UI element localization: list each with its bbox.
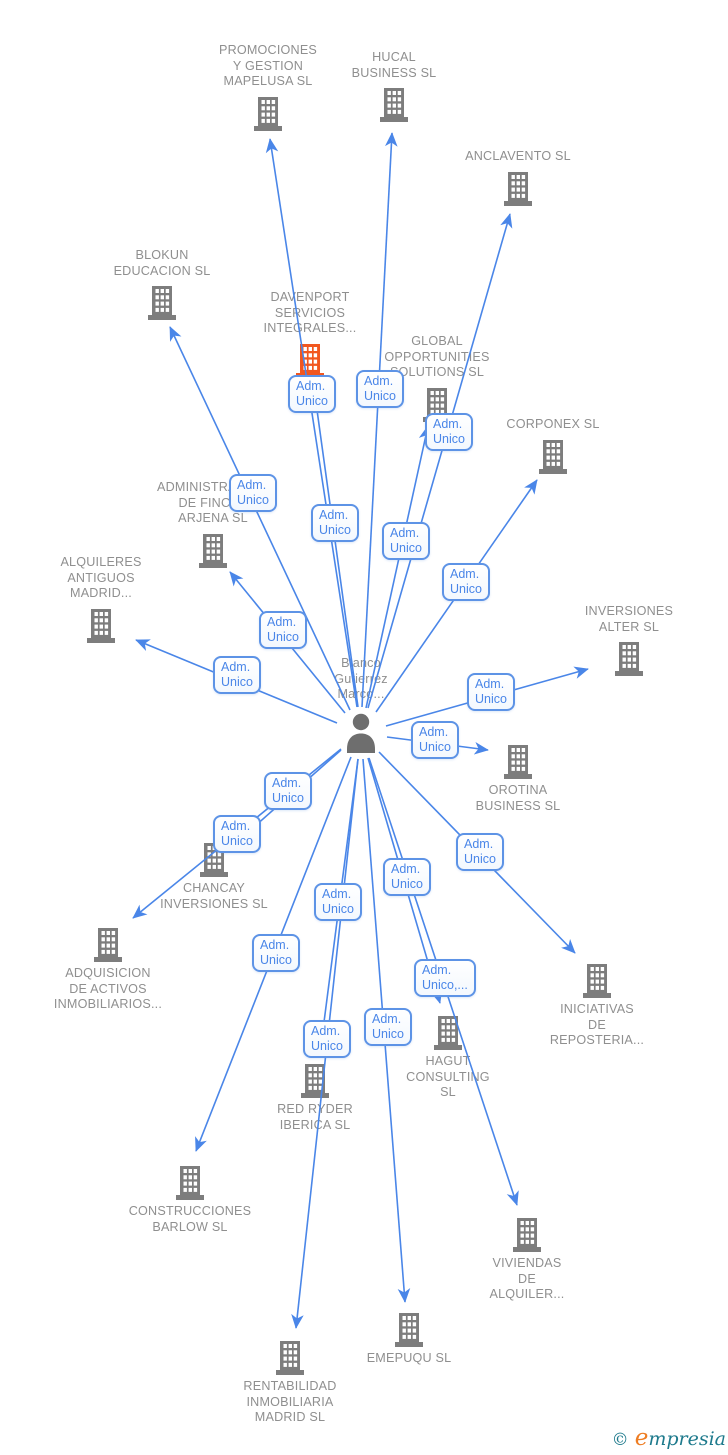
company-label: HAGUT CONSULTING SL bbox=[406, 1054, 490, 1099]
company-label: VIVIENDAS DE ALQUILER... bbox=[489, 1256, 565, 1301]
company-node-construcciones-barlow[interactable]: CONSTRUCCIONES BARLOW SL bbox=[115, 1166, 265, 1235]
copyright-symbol: © bbox=[611, 1430, 629, 1450]
edge-label-adm-unico: Adm. Unico bbox=[311, 504, 359, 542]
edge-label-adm-unico: Adm. Unico bbox=[425, 413, 473, 451]
edge-label-adm-unico: Adm. Unico bbox=[314, 883, 362, 921]
company-node-davenport-servicios-integrales[interactable]: DAVENPORT SERVICIOS INTEGRALES... bbox=[235, 290, 385, 378]
company-node-chancay-inversiones[interactable]: CHANCAY INVERSIONES SL bbox=[139, 843, 289, 912]
company-label: CONSTRUCCIONES BARLOW SL bbox=[128, 1204, 252, 1234]
edge-label-adm-unico: Adm. Unico bbox=[442, 563, 490, 601]
edge-label-adm-unico: Adm. Unico bbox=[467, 673, 515, 711]
company-node-alquileres-antiguos-madrid[interactable]: ALQUILERES ANTIGUOS MADRID... bbox=[26, 555, 176, 643]
edge-label-adm-unico: Adm. Unico bbox=[456, 833, 504, 871]
edge-label-adm-unico: Adm. Unico bbox=[259, 611, 307, 649]
company-label: ADQUISICION DE ACTIVOS INMOBILIARIOS... bbox=[53, 966, 163, 1011]
edge-person-promociones bbox=[265, 138, 358, 708]
company-node-adquisicion-de-activos-inmobiliarios[interactable]: ADQUISICION DE ACTIVOS INMOBILIARIOS... bbox=[33, 928, 183, 1013]
edge-person-davenport bbox=[308, 380, 359, 708]
edge-label-adm-unico: Adm. Unico bbox=[264, 772, 312, 810]
company-label: EMEPUQU SL bbox=[366, 1351, 452, 1365]
company-label: CORPONEX SL bbox=[506, 417, 600, 431]
edge-label-adm-unico: Adm. Unico bbox=[213, 656, 261, 694]
company-node-inversiones-alter[interactable]: INVERSIONES ALTER SL bbox=[554, 604, 704, 676]
edge-label-adm-unico: Adm. Unico bbox=[229, 474, 277, 512]
company-label: ANCLAVENTO SL bbox=[465, 149, 571, 163]
company-node-global-opportunities-solutions[interactable]: GLOBAL OPPORTUNITIES SOLUTIONS SL bbox=[362, 334, 512, 422]
company-label: RENTABILIDAD INMOBILIARIA MADRID SL bbox=[243, 1379, 337, 1424]
edge-label-adm-unico: Adm. Unico bbox=[382, 522, 430, 560]
company-node-corponex[interactable]: CORPONEX SL bbox=[478, 417, 628, 474]
company-node-orotina-business[interactable]: OROTINA BUSINESS SL bbox=[443, 745, 593, 814]
edge-label-adm-unico-multiple: Adm. Unico,... bbox=[414, 959, 476, 997]
edge-label-adm-unico: Adm. Unico bbox=[213, 815, 261, 853]
edge-label-adm-unico: Adm. Unico bbox=[252, 934, 300, 972]
company-label: BLOKUN EDUCACION SL bbox=[113, 248, 211, 278]
edge-person-global bbox=[365, 425, 432, 709]
company-label: INVERSIONES ALTER SL bbox=[584, 604, 674, 634]
company-label: INICIATIVAS DE REPOSTERIA... bbox=[549, 1002, 645, 1047]
edge-label-adm-unico: Adm. Unico bbox=[364, 1008, 412, 1046]
company-label: GLOBAL OPPORTUNITIES SOLUTIONS SL bbox=[384, 334, 490, 379]
company-node-iniciativas-de-reposteria[interactable]: INICIATIVAS DE REPOSTERIA... bbox=[522, 964, 672, 1049]
company-node-anclavento[interactable]: ANCLAVENTO SL bbox=[443, 149, 593, 206]
edge-label-adm-unico: Adm. Unico bbox=[383, 858, 431, 896]
edge-label-adm-unico: Adm. Unico bbox=[303, 1020, 351, 1058]
company-label: OROTINA BUSINESS SL bbox=[475, 783, 561, 813]
company-node-viviendas-de-alquiler[interactable]: VIVIENDAS DE ALQUILER... bbox=[452, 1218, 602, 1303]
edge-label-adm-unico: Adm. Unico bbox=[356, 370, 404, 408]
brand-lead-letter: e bbox=[634, 1425, 649, 1451]
edge-person-anclavento bbox=[367, 213, 513, 709]
edge-person-blokun bbox=[169, 326, 351, 711]
edge-person-hucal bbox=[361, 132, 398, 708]
company-node-blokun-educacion[interactable]: BLOKUN EDUCACION SL bbox=[87, 248, 237, 320]
company-node-hucal-business[interactable]: HUCAL BUSINESS SL bbox=[319, 50, 469, 122]
edge-label-adm-unico: Adm. Unico bbox=[411, 721, 459, 759]
edge-label-adm-unico: Adm. Unico bbox=[288, 375, 336, 413]
empresia-watermark: © empresia bbox=[612, 1425, 726, 1451]
company-node-promociones-y-gestion-mapelusa[interactable]: PROMOCIONES Y GESTION MAPELUSA SL bbox=[193, 43, 343, 131]
company-label: PROMOCIONES Y GESTION MAPELUSA SL bbox=[218, 43, 318, 88]
company-node-rentabilidad-inmobiliaria-madrid[interactable]: RENTABILIDAD INMOBILIARIA MADRID SL bbox=[215, 1341, 365, 1426]
company-label: DAVENPORT SERVICIOS INTEGRALES... bbox=[263, 290, 357, 335]
company-node-emepuqu[interactable]: EMEPUQU SL bbox=[334, 1313, 484, 1367]
company-node-hagut-consulting[interactable]: HAGUT CONSULTING SL bbox=[373, 1016, 523, 1101]
company-label: ALQUILERES ANTIGUOS MADRID... bbox=[60, 555, 142, 600]
company-label: HUCAL BUSINESS SL bbox=[351, 50, 437, 80]
company-label: CHANCAY INVERSIONES SL bbox=[160, 881, 268, 911]
brand-rest: mpresia bbox=[648, 1428, 726, 1450]
